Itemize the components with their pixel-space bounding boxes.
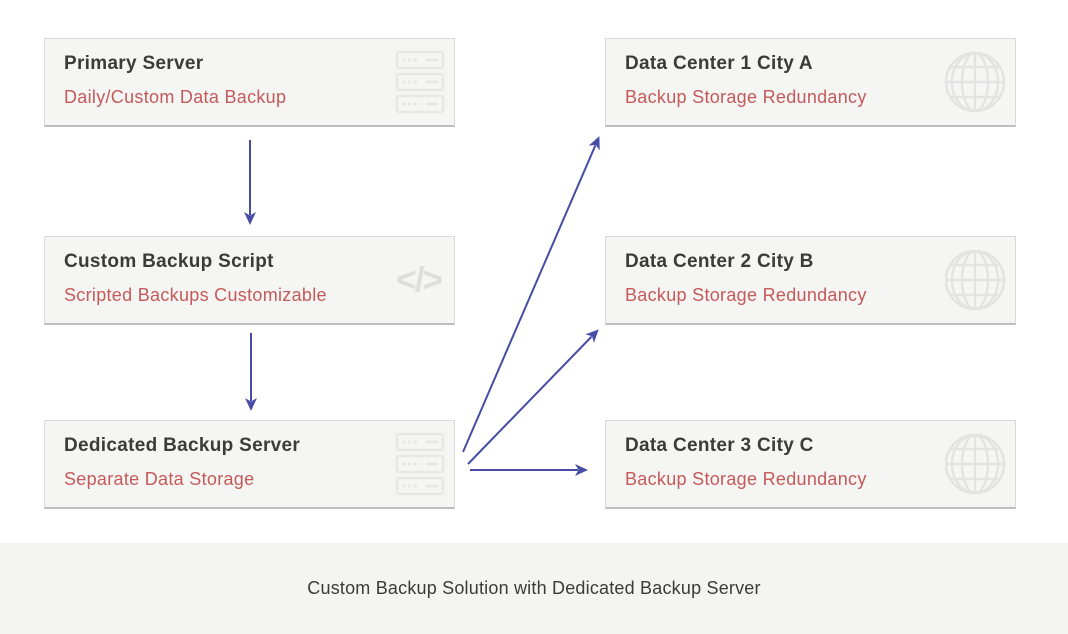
node-title: Primary Server <box>64 53 204 74</box>
node-subtitle: Separate Data Storage <box>64 469 255 489</box>
arrow-backup-to-dc1 <box>462 136 600 453</box>
code-icon: </> <box>396 260 443 300</box>
node-data-center-3: Data Center 3 City C Backup Storage Redu… <box>605 420 1016 509</box>
caption-bar: Custom Backup Solution with Dedicated Ba… <box>0 543 1068 634</box>
node-title: Custom Backup Script <box>64 251 274 272</box>
node-title: Data Center 1 City A <box>625 53 813 74</box>
node-custom-backup-script: Custom Backup Script Scripted Backups Cu… <box>44 236 455 325</box>
node-data-center-1: Data Center 1 City A Backup Storage Redu… <box>605 38 1016 127</box>
globe-icon <box>942 49 1008 115</box>
arrow-backup-to-dc2 <box>467 329 599 465</box>
server-icon <box>393 432 447 496</box>
node-dedicated-backup-server: Dedicated Backup Server Separate Data St… <box>44 420 455 509</box>
node-subtitle: Backup Storage Redundancy <box>625 285 867 305</box>
server-icon <box>393 50 447 114</box>
node-subtitle: Backup Storage Redundancy <box>625 87 867 107</box>
node-data-center-2: Data Center 2 City B Backup Storage Redu… <box>605 236 1016 325</box>
node-primary-server: Primary Server Daily/Custom Data Backup <box>44 38 455 127</box>
node-title: Data Center 2 City B <box>625 251 814 272</box>
node-title: Data Center 3 City C <box>625 435 814 456</box>
node-subtitle: Daily/Custom Data Backup <box>64 87 287 107</box>
node-title: Dedicated Backup Server <box>64 435 301 456</box>
globe-icon <box>942 431 1008 497</box>
node-subtitle: Scripted Backups Customizable <box>64 285 327 305</box>
globe-icon <box>942 247 1008 313</box>
diagram-caption: Custom Backup Solution with Dedicated Ba… <box>307 578 761 598</box>
node-subtitle: Backup Storage Redundancy <box>625 469 867 489</box>
